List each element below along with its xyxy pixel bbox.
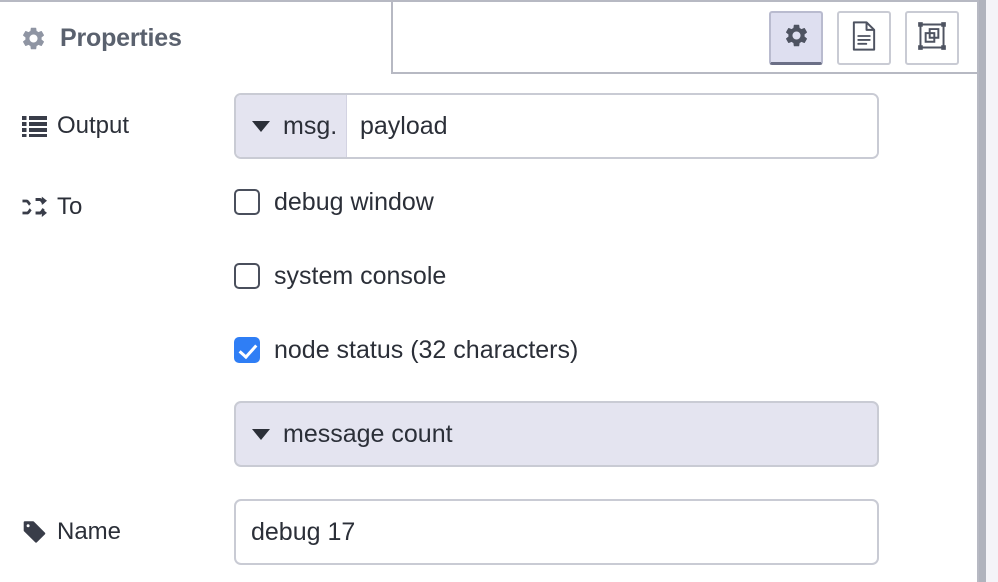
flow-canvas[interactable]: [986, 0, 998, 582]
appearance-icon: [917, 21, 947, 56]
name-field-group: debug 17: [234, 499, 977, 565]
name-label: Name: [57, 518, 122, 545]
name-label-group: Name: [0, 499, 234, 565]
list-icon: [22, 115, 48, 137]
to-options-group: debug window system console node status …: [234, 187, 977, 467]
gear-icon: [20, 25, 47, 52]
output-field-group: msg. payload: [234, 93, 977, 159]
appearance-tab-button[interactable]: [905, 11, 959, 65]
status-type-select[interactable]: message count: [234, 401, 879, 467]
form-row-to: To debug window system console node stat…: [0, 187, 977, 467]
output-type-select[interactable]: msg.: [236, 95, 347, 157]
output-label-group: Output: [0, 93, 234, 159]
document-icon: [850, 20, 878, 56]
debug-window-checkbox-box[interactable]: [234, 189, 260, 215]
name-input[interactable]: debug 17: [234, 499, 879, 565]
to-label-group: To: [0, 187, 234, 227]
chevron-down-icon: [252, 120, 270, 132]
node-status-label: node status (32 characters): [274, 335, 579, 364]
output-label: Output: [57, 112, 130, 139]
node-properties-form: Output msg. payload: [0, 74, 977, 582]
panel-title: Properties: [60, 23, 182, 52]
status-type-value: message count: [283, 419, 453, 448]
tag-icon: [22, 520, 48, 544]
node-status-checkbox-box[interactable]: [234, 337, 260, 363]
output-type-label: msg.: [283, 111, 338, 140]
chevron-down-icon: [252, 428, 270, 440]
shuffle-icon: [22, 196, 48, 218]
system-console-checkbox-box[interactable]: [234, 263, 260, 289]
gear-icon: [783, 22, 810, 54]
tabstrip-underline: [392, 72, 977, 74]
checkbox-debug-window[interactable]: debug window: [234, 187, 977, 217]
panel-tab-bar: Properties: [0, 2, 977, 74]
debug-window-label: debug window: [274, 187, 434, 216]
system-console-label: system console: [274, 261, 447, 290]
output-property-input[interactable]: payload: [347, 95, 877, 157]
panel-resize-handle[interactable]: [979, 0, 986, 582]
output-typed-input[interactable]: msg. payload: [234, 93, 879, 159]
checkbox-system-console[interactable]: system console: [234, 261, 977, 291]
to-label: To: [57, 193, 83, 220]
form-row-name: Name debug 17: [0, 499, 977, 565]
properties-tab-button[interactable]: [769, 11, 823, 65]
checkbox-node-status[interactable]: node status (32 characters): [234, 335, 977, 365]
description-tab-button[interactable]: [837, 11, 891, 65]
form-row-output: Output msg. payload: [0, 93, 977, 159]
panel-tab-buttons: [769, 11, 959, 65]
tab-properties[interactable]: Properties: [0, 2, 393, 74]
